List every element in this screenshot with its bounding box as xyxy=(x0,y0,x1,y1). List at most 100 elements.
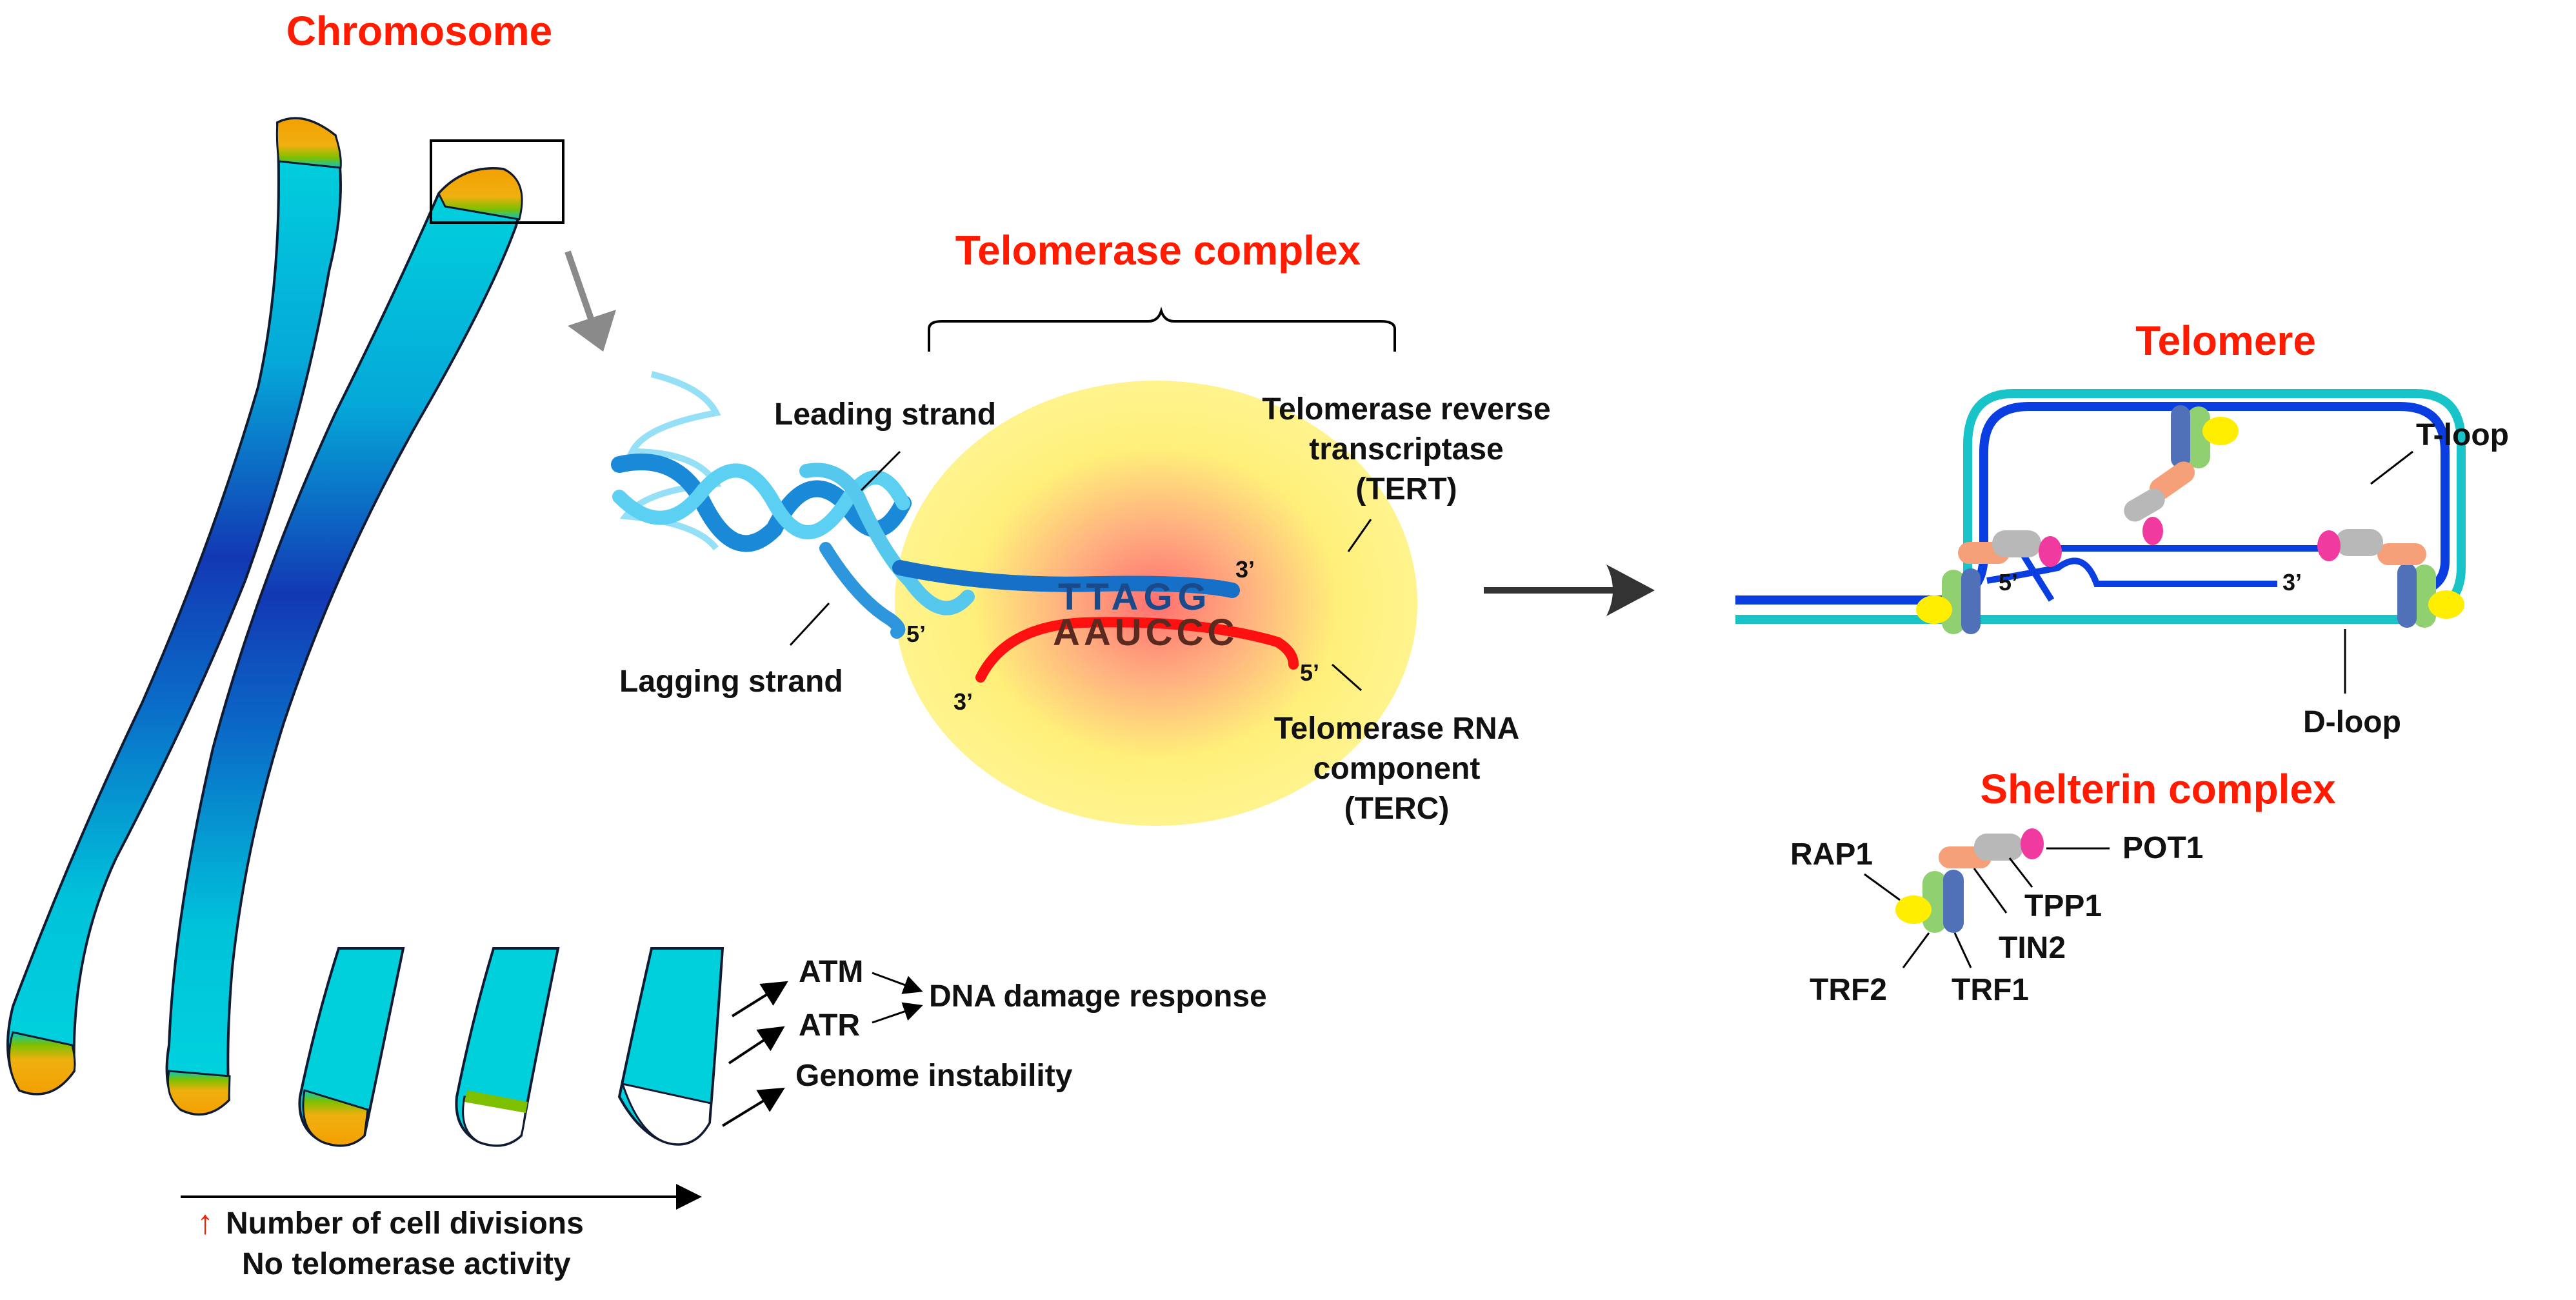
lagging-strand-label: Lagging strand xyxy=(619,665,843,699)
tin2-leader xyxy=(1973,868,2008,914)
telomere-cap-top-right xyxy=(437,167,523,221)
tert-label-1: Telomerase reverse xyxy=(1262,392,1550,426)
tert-label-2: transcriptase xyxy=(1309,432,1503,466)
dna-sequence: TTAGG xyxy=(1058,576,1212,618)
trf-slate-right xyxy=(2397,563,2417,628)
atm-to-ddr xyxy=(872,972,923,994)
process-arrow-head xyxy=(1606,565,1655,616)
helix-end-coil xyxy=(799,463,975,615)
short-cap-1 xyxy=(302,1089,369,1147)
zoom-arrow-head xyxy=(568,310,616,352)
rap1-label: RAP1 xyxy=(1790,837,1873,872)
tpp1-leader xyxy=(2008,857,2033,888)
tpp1-label: TPP1 xyxy=(2024,889,2102,923)
telomere-loop: 5’ 3’ T-loop D-loop xyxy=(1735,389,2509,739)
tpp1-top xyxy=(2124,488,2165,522)
arrow-to-atm xyxy=(731,981,788,1017)
rna-3-end: 3’ xyxy=(954,688,973,715)
atr-label: ATR xyxy=(799,1008,860,1043)
telomere-3-end: 3’ xyxy=(2282,569,2302,595)
pot1-top xyxy=(2142,517,2163,545)
complex-brace xyxy=(928,306,1396,352)
rna-sequence: AAUCCC xyxy=(1053,612,1238,654)
chromatid-right xyxy=(165,167,522,1116)
telomere-5-end: 5’ xyxy=(1999,569,2018,595)
trf-green-right xyxy=(2413,565,2436,628)
zoom-box xyxy=(430,139,564,224)
shelterin-left xyxy=(1916,530,2062,634)
terc-label-2: component xyxy=(1313,752,1481,786)
shelterin-legend: RAP1 POT1 TPP1 TIN2 TRF2 TRF1 xyxy=(1790,828,2203,1007)
pot1-right xyxy=(2317,530,2341,561)
rna-template xyxy=(975,617,1299,683)
lagging-5-end: 5’ xyxy=(906,621,926,647)
shelterin-right xyxy=(2317,529,2464,628)
pot1-label: POT1 xyxy=(2122,831,2203,865)
telomere-cap-bottom-left xyxy=(8,1031,76,1095)
atr-to-ddr xyxy=(872,1002,923,1024)
divisions-label-2: No telomerase activity xyxy=(242,1247,571,1281)
leading-strand-tail xyxy=(892,560,1240,598)
tpp1-right xyxy=(2335,529,2383,556)
shelterin-complex-title: Shelterin complex xyxy=(1980,766,2336,812)
terc-label-3: (TERC) xyxy=(1344,792,1450,826)
arrow-to-genome xyxy=(721,1087,785,1127)
helix-coil-a xyxy=(611,454,912,552)
dna-3-end: 3’ xyxy=(1235,556,1255,583)
damage-response: ATM ATR DNA damage response Genome insta… xyxy=(721,955,1267,1127)
leading-strand-label: Leading strand xyxy=(774,397,996,432)
tin2-right xyxy=(2377,543,2426,565)
legend-trf1 xyxy=(1943,870,1964,933)
telomerase-complex: TTAGG AAUCCC 3’ 5’ 3’ 5’ Leading strand … xyxy=(611,306,1551,826)
rap1-right xyxy=(2428,590,2464,619)
arrow-to-atr xyxy=(728,1026,785,1065)
tin2-label: TIN2 xyxy=(1999,931,2066,965)
shelterin-top xyxy=(2124,405,2239,545)
lagging-strand-leader xyxy=(789,602,830,646)
t-loop-label: T-loop xyxy=(2416,418,2509,452)
legend-tpp1 xyxy=(1974,834,2023,861)
atm-label: ATM xyxy=(799,955,863,989)
legend-trf2 xyxy=(1922,871,1947,933)
rap1-left xyxy=(1916,595,1952,624)
legend-rap1 xyxy=(1895,895,1932,924)
trf2-label: TRF2 xyxy=(1810,973,1887,1007)
trf-green-top xyxy=(2187,406,2210,468)
d-loop-label: D-loop xyxy=(2303,705,2401,739)
t-loop-leader xyxy=(2370,450,2413,485)
telomere-title: Telomere xyxy=(2135,317,2316,364)
dna-damage-response-label: DNA damage response xyxy=(929,979,1267,1014)
short-cap-3 xyxy=(621,1082,712,1146)
rap1-top xyxy=(2202,417,2239,445)
dna-helix xyxy=(611,371,1240,639)
tin2-top xyxy=(2149,461,2195,500)
telomerase-complex-title: Telomerase complex xyxy=(955,227,1361,274)
terc-leader xyxy=(1332,663,1362,692)
genome-instability-label: Genome instability xyxy=(795,1059,1073,1093)
lagging-strand-tail xyxy=(819,542,906,639)
telomere-cap-bottom-right xyxy=(166,1070,231,1115)
trf1-label: TRF1 xyxy=(1952,973,2029,1007)
chromosome-title: Chromosome xyxy=(286,8,553,54)
trf-slate-left xyxy=(1961,568,1981,634)
short-cap-2-band xyxy=(464,1090,528,1113)
legend-pot1 xyxy=(2021,828,2044,859)
telomerase-body xyxy=(895,381,1417,826)
divisions-up-arrow: ↑ xyxy=(197,1204,214,1241)
rap1-leader xyxy=(1864,873,1901,901)
helix-coil-b xyxy=(612,463,910,539)
tert-leader xyxy=(1347,519,1372,552)
trf-slate-top xyxy=(2171,405,2190,468)
shortened-chromatids xyxy=(298,947,724,1147)
tert-label-3: (TERT) xyxy=(1355,472,1457,506)
pot1-left xyxy=(2039,536,2062,567)
divisions-label-1: Number of cell divisions xyxy=(226,1206,584,1241)
trf1-leader xyxy=(1953,932,1972,968)
d-loop-lower xyxy=(1986,557,2277,587)
chromosome xyxy=(6,117,616,1116)
tpp1-left xyxy=(1992,530,2041,557)
rna-5-end: 5’ xyxy=(1300,659,1319,686)
leading-strand-leader xyxy=(860,450,901,492)
telomere-cap-top-left xyxy=(275,117,342,169)
